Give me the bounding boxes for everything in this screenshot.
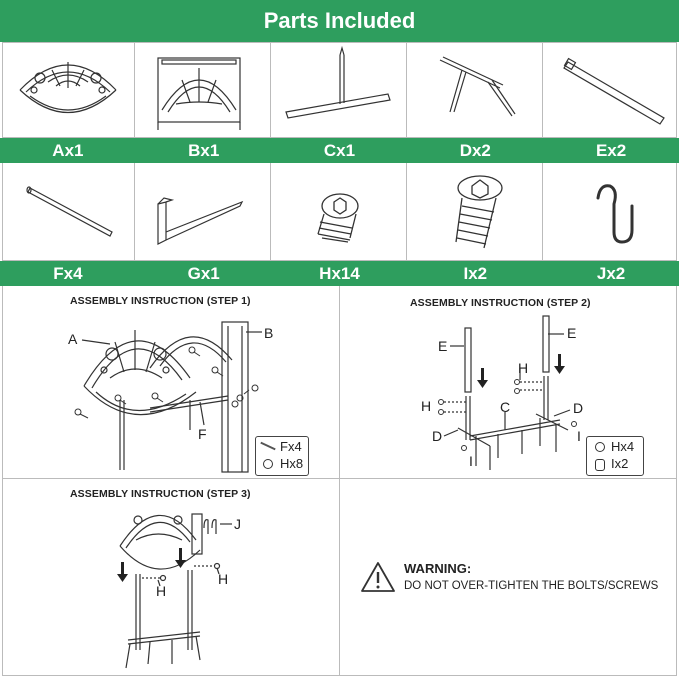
warning-icon (361, 562, 395, 592)
warning-text: DO NOT OVER-TIGHTEN THE BOLTS/SCREWS (404, 580, 659, 592)
parts-label-row-2: Fx4 Gx1 Hx14 Ix2 Jx2 (0, 261, 679, 286)
part-label-j: Jx2 (596, 263, 626, 283)
step-1-label-f: F (198, 426, 207, 442)
step-2-legend: Hx4 Ix2 (586, 436, 644, 476)
step-1-title: ASSEMBLY INSTRUCTION (STEP 1) (70, 295, 251, 307)
part-label-c: Cx1 (323, 140, 356, 160)
step-2-label-e-right: E (567, 325, 577, 341)
step-2-label-e-left: E (438, 338, 448, 354)
parts-label-row-1: Ax1 Bx1 Cx1 Dx2 Ex2 (0, 138, 679, 163)
part-label-d: Dx2 (459, 140, 491, 160)
step-2-legend-ix2: Ix2 (611, 456, 629, 471)
part-b-cell (135, 42, 271, 138)
part-label-e: Ex2 (595, 140, 627, 160)
part-c-cell (271, 42, 407, 138)
part-g-cell (135, 163, 271, 261)
step-1-legend: Fx4 Hx8 (255, 436, 309, 476)
bolt-icon (595, 459, 605, 471)
screw-icon (595, 442, 605, 452)
step-3-label-j: J (234, 516, 241, 532)
step-divider-horizontal (2, 478, 677, 479)
step-2-legend-hx4: Hx4 (611, 439, 635, 454)
step-2-label-d-right: D (573, 400, 584, 416)
part-a-cell (2, 42, 135, 138)
step-1-label-b: B (264, 325, 274, 341)
part-label-a: Ax1 (52, 140, 84, 160)
step-2-label-i-right: I (577, 428, 581, 444)
part-e-cell (543, 42, 677, 138)
part-i-cell (407, 163, 543, 261)
part-label-f: Fx4 (53, 263, 83, 283)
part-d-cell (407, 42, 543, 138)
page-title: Parts Included (0, 0, 679, 42)
step-2-label-c: C (500, 399, 511, 415)
step-2-title: ASSEMBLY INSTRUCTION (STEP 2) (410, 297, 591, 309)
step-2-label-d-left: D (432, 428, 443, 444)
step-2-label-h-left: H (421, 398, 432, 414)
part-label-i: Ix2 (463, 263, 488, 283)
part-h-cell (271, 163, 407, 261)
step-1-legend-fx4: Fx4 (280, 439, 302, 454)
step-1-legend-hx8: Hx8 (280, 456, 304, 471)
part-label-b: Bx1 (188, 140, 220, 160)
step-3-label-h-left: H (156, 583, 167, 599)
part-f-cell (2, 163, 135, 261)
step-divider-vertical (339, 286, 340, 676)
step-1-label-a: A (68, 331, 78, 347)
step-2-label-i-left: I (469, 453, 473, 469)
part-label-g: Gx1 (187, 263, 220, 283)
step-3-label-h-right: H (218, 571, 229, 587)
step-2-label-h-top: H (518, 360, 529, 376)
screw-icon (263, 459, 273, 469)
warning-heading: WARNING: (404, 561, 472, 576)
part-j-cell (543, 163, 677, 261)
part-label-h: Hx14 (319, 263, 360, 283)
step-3-title: ASSEMBLY INSTRUCTION (STEP 3) (70, 488, 251, 500)
